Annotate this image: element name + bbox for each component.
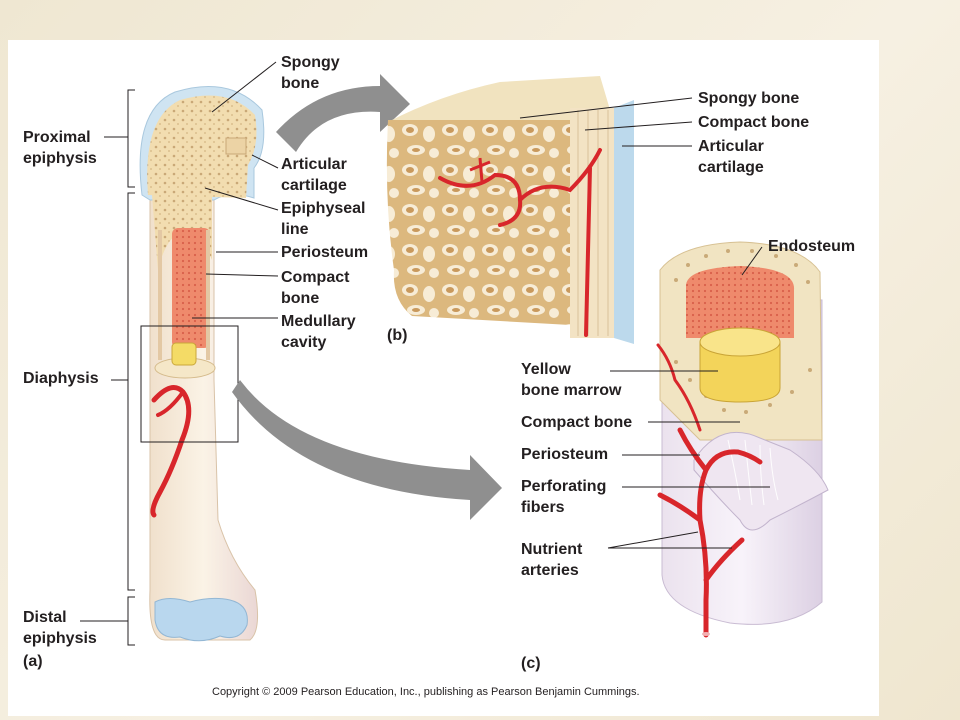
label-spongy-bone-a: Spongy bone xyxy=(281,54,340,92)
long-bone-drawing xyxy=(139,85,265,642)
label-proximal-epiphysis: Proximal epiphysis xyxy=(23,129,97,167)
label-perforating-fibers: Perforating fibers xyxy=(521,478,607,516)
label-distal-epiphysis: Distal epiphysis xyxy=(23,609,97,647)
panel-label-b: (b) xyxy=(387,327,408,344)
label-compact-bone-c: Compact bone xyxy=(521,414,633,431)
label-endosteum: Endosteum xyxy=(768,238,856,255)
label-articular-cartilage-b: Articular cartilage xyxy=(698,138,764,176)
label-compact-bone-b: Compact bone xyxy=(698,114,810,131)
diaphysis-section-drawing xyxy=(656,241,829,638)
label-periosteum-a: Periosteum xyxy=(281,244,369,261)
leader-lines-b xyxy=(519,97,693,147)
panel-label-a: (a) xyxy=(23,653,43,670)
label-spongy-bone-b: Spongy bone xyxy=(698,90,800,107)
leader-lines-a xyxy=(192,61,279,319)
label-compact-bone-a: Compact bone xyxy=(281,269,350,307)
label-nutrient-arteries: Nutrient arteries xyxy=(521,541,583,579)
spongy-block-drawing xyxy=(386,76,634,344)
leader-lines-c xyxy=(607,246,770,549)
zoom-arrow-to-b xyxy=(276,74,410,152)
label-diaphysis: Diaphysis xyxy=(23,370,99,387)
label-epiphyseal-line: Epiphyseal line xyxy=(281,200,366,238)
label-yellow-bone-marrow: Yellow bone marrow xyxy=(521,361,622,399)
zoom-arrow-to-c xyxy=(232,380,502,520)
label-medullary-cavity: Medullary cavity xyxy=(281,313,356,351)
label-articular-cartilage-a: Articular cartilage xyxy=(281,156,347,194)
panel-label-c: (c) xyxy=(521,655,541,672)
copyright-notice: Copyright © 2009 Pearson Education, Inc.… xyxy=(212,686,640,698)
label-periosteum-c: Periosteum xyxy=(521,446,609,463)
region-brackets xyxy=(80,89,135,646)
